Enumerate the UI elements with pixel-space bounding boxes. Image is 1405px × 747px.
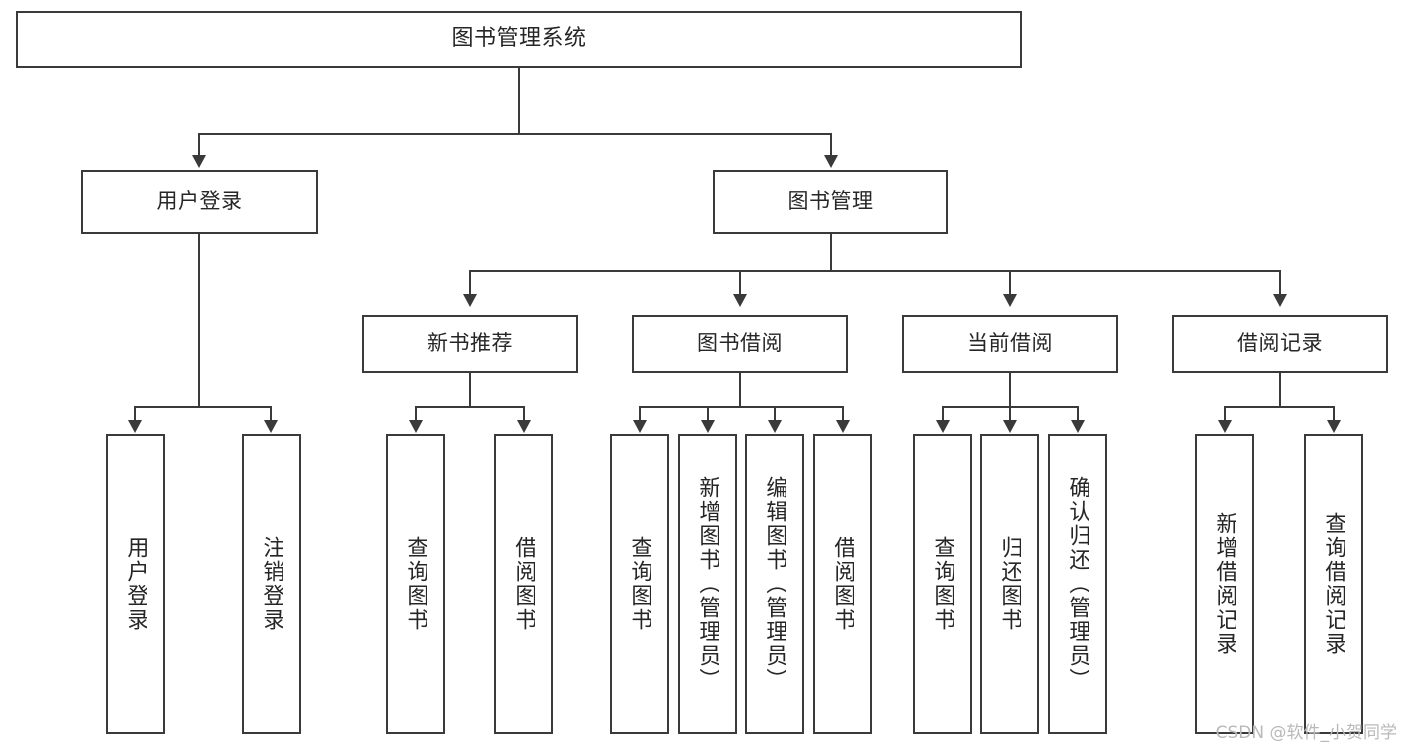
node-leaf-return-book[interactable]: 归还图书	[980, 434, 1039, 734]
node-label: 图书借阅	[697, 331, 783, 356]
arrow-to-current-borrow	[1003, 294, 1017, 307]
node-new-book-recommend[interactable]: 新书推荐	[362, 315, 578, 373]
arrow-leaf-query-book-1	[409, 420, 423, 433]
arrow-leaf-query-book-3	[936, 420, 950, 433]
node-leaf-query-book-2[interactable]: 查询图书	[610, 434, 669, 734]
node-leaf-borrow-book-2[interactable]: 借阅图书	[813, 434, 872, 734]
edge-borrow-record-stem	[1279, 373, 1281, 406]
edge-book-manage-stem	[830, 234, 832, 270]
edge-level3-bus	[469, 270, 1281, 272]
node-leaf-query-borrow-record[interactable]: 查询借阅记录	[1304, 434, 1363, 734]
edge-user-login-drop-2	[270, 406, 272, 422]
node-leaf-borrow-book-1[interactable]: 借阅图书	[494, 434, 553, 734]
node-label: 借阅图书	[830, 536, 855, 632]
edge-to-user-login	[198, 133, 200, 157]
node-leaf-add-borrow-record[interactable]: 新增借阅记录	[1195, 434, 1254, 734]
node-label: 当前借阅	[967, 331, 1053, 356]
edge-new-book-rec-stem	[469, 373, 471, 406]
edge-to-book-manage	[830, 133, 832, 157]
arrow-leaf-return-book	[1003, 420, 1017, 433]
edge-current-borrow-drop-2	[1009, 406, 1011, 422]
arrow-leaf-query-record	[1327, 420, 1341, 433]
edge-current-borrow-drop-1	[942, 406, 944, 422]
node-label: 新增借阅记录	[1212, 512, 1237, 656]
arrow-to-book-borrow	[733, 294, 747, 307]
edge-user-login-stem	[198, 234, 200, 406]
node-label: 编辑图书（管理员）	[762, 476, 787, 692]
node-leaf-confirm-return[interactable]: 确认归还（管理员）	[1048, 434, 1107, 734]
edge-to-current-borrow	[1009, 270, 1011, 296]
node-leaf-query-book-3[interactable]: 查询图书	[913, 434, 972, 734]
arrow-leaf-add-book	[701, 420, 715, 433]
edge-to-new-book-rec	[469, 270, 471, 296]
arrow-leaf-confirm-return	[1071, 420, 1085, 433]
edge-borrow-record-drop-1	[1224, 406, 1226, 422]
node-label: 查询图书	[627, 536, 652, 632]
edge-book-borrow-drop-2	[707, 406, 709, 422]
edge-current-borrow-stem	[1009, 373, 1011, 406]
edge-book-borrow-drop-1	[639, 406, 641, 422]
node-leaf-logout[interactable]: 注销登录	[242, 434, 301, 734]
edge-book-borrow-stem	[739, 373, 741, 406]
node-leaf-add-book[interactable]: 新增图书（管理员）	[678, 434, 737, 734]
node-borrow-record[interactable]: 借阅记录	[1172, 315, 1388, 373]
node-label: 用户登录	[123, 536, 148, 632]
node-leaf-query-book-1[interactable]: 查询图书	[386, 434, 445, 734]
edge-book-borrow-drop-3	[774, 406, 776, 422]
node-book-management[interactable]: 图书管理	[713, 170, 948, 234]
edge-level2-bus	[198, 133, 832, 135]
node-leaf-edit-book[interactable]: 编辑图书（管理员）	[745, 434, 804, 734]
arrow-leaf-user-login	[128, 420, 142, 433]
node-label: 新书推荐	[427, 331, 513, 356]
edge-current-borrow-drop-3	[1077, 406, 1079, 422]
arrow-leaf-borrow-book-2	[836, 420, 850, 433]
edge-borrow-record-drop-2	[1333, 406, 1335, 422]
node-book-borrow[interactable]: 图书借阅	[632, 315, 848, 373]
arrow-leaf-query-book-2	[633, 420, 647, 433]
node-label: 查询图书	[403, 536, 428, 632]
node-label: 用户登录	[156, 189, 243, 214]
node-label: 新增图书（管理员）	[695, 476, 720, 692]
arrow-leaf-borrow-book-1	[517, 420, 531, 433]
node-label: 图书管理系统	[451, 26, 587, 52]
node-current-borrow[interactable]: 当前借阅	[902, 315, 1118, 373]
node-root-book-management-system[interactable]: 图书管理系统	[16, 11, 1022, 68]
edge-new-book-rec-drop-1	[415, 406, 417, 422]
edge-book-borrow-drop-4	[842, 406, 844, 422]
edge-new-book-rec-bus	[415, 406, 525, 408]
node-label: 借阅图书	[511, 536, 536, 632]
node-label: 借阅记录	[1237, 331, 1323, 356]
node-label: 注销登录	[259, 536, 284, 632]
node-label: 查询借阅记录	[1321, 512, 1346, 656]
edge-to-borrow-record	[1279, 270, 1281, 296]
edge-user-login-bus	[134, 406, 271, 408]
node-label: 归还图书	[997, 536, 1022, 632]
arrow-to-borrow-record	[1273, 294, 1287, 307]
node-leaf-user-login[interactable]: 用户登录	[106, 434, 165, 734]
edge-new-book-rec-drop-2	[523, 406, 525, 422]
edge-book-borrow-bus	[639, 406, 843, 408]
arrow-leaf-add-record	[1218, 420, 1232, 433]
edge-user-login-drop-1	[134, 406, 136, 422]
node-label: 图书管理	[787, 189, 874, 214]
arrow-leaf-edit-book	[768, 420, 782, 433]
arrow-to-user-login	[192, 155, 206, 168]
node-user-login[interactable]: 用户登录	[81, 170, 318, 234]
edge-borrow-record-bus	[1224, 406, 1335, 408]
arrow-to-new-book-rec	[463, 294, 477, 307]
node-label: 确认归还（管理员）	[1065, 476, 1090, 692]
arrow-leaf-logout	[264, 420, 278, 433]
edge-to-book-borrow	[739, 270, 741, 296]
arrow-to-book-manage	[824, 155, 838, 168]
node-label: 查询图书	[930, 536, 955, 632]
edge-root-stem	[518, 68, 520, 133]
